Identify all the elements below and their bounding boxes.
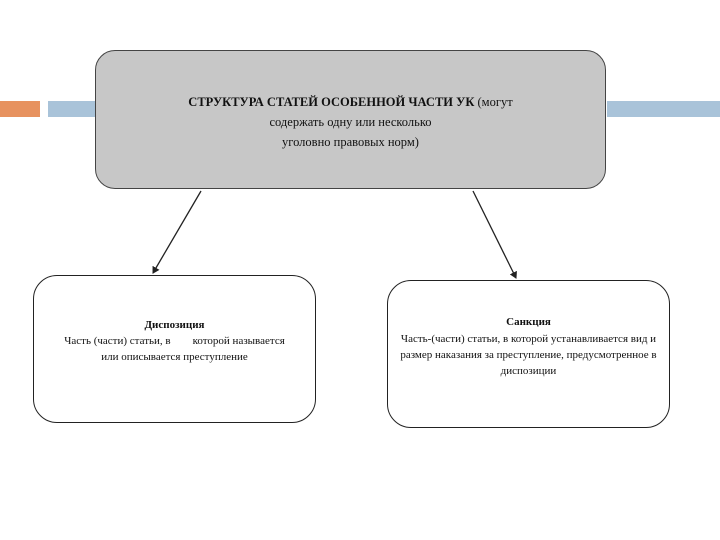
disposition-title: Диспозиция (144, 319, 205, 331)
structure-main-box (95, 50, 606, 189)
disposition-description: Часть (части) статьи, в которой называет… (64, 335, 288, 363)
arrow-to-disposition (152, 190, 202, 274)
decorative-bar-blue-left (48, 101, 96, 117)
arrow-to-sanction (472, 190, 517, 279)
decorative-bar-orange (0, 101, 40, 117)
main-line-3: уголовно правовых норм) (282, 135, 419, 149)
main-line-2: содержать одну или несколько (269, 115, 432, 129)
structure-main-text: СТРУКТУРА СТАТЕЙ ОСОБЕННОЙ ЧАСТИ УК (мог… (95, 92, 606, 152)
main-line-1: СТРУКТУРА СТАТЕЙ ОСОБЕННОЙ ЧАСТИ УК (мог… (95, 92, 606, 112)
sanction-box (387, 280, 670, 428)
main-title-rest: (могут (474, 95, 513, 109)
main-title-bold: СТРУКТУРА СТАТЕЙ ОСОБЕННОЙ ЧАСТИ УК (188, 95, 475, 109)
decorative-bar-blue-right (607, 101, 720, 117)
sanction-description: Часть-(части) статьи, в которой устанавл… (400, 333, 657, 377)
sanction-title: Санкция (506, 316, 551, 328)
disposition-box (33, 275, 316, 423)
